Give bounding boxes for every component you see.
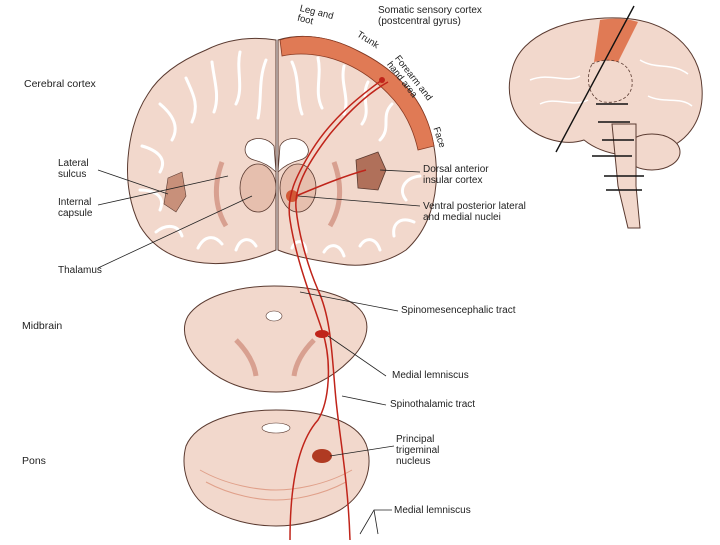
principal-line3: nucleus: [396, 456, 439, 467]
dorsal-insular-line1: Dorsal anterior: [423, 164, 489, 175]
cerebral-aqueduct: [266, 311, 282, 321]
leader-ml2-b: [374, 510, 378, 534]
pons-label: Pons: [22, 456, 46, 467]
somatic-sensory-cortex-label: Somatic sensory cortex (postcentral gyru…: [378, 5, 482, 27]
internal-capsule-label: Internal capsule: [58, 197, 92, 219]
principal-trigeminal-nucleus: [312, 449, 332, 463]
cerebral-cortex-label: Cerebral cortex: [24, 79, 96, 90]
lateral-sulcus-line1: Lateral: [58, 158, 89, 169]
thalamus-label: Thalamus: [58, 265, 102, 276]
midbrain-section: [184, 286, 366, 392]
midbrain-label: Midbrain: [22, 321, 62, 332]
medial-lemniscus-label-2: Medial lemniscus: [394, 505, 471, 516]
vpl-vpm-label: Ventral posterior lateral and medial nuc…: [423, 201, 526, 223]
internal-capsule-line2: capsule: [58, 208, 92, 219]
fourth-ventricle: [262, 423, 290, 433]
internal-capsule-line1: Internal: [58, 197, 92, 208]
midbrain-outline: [184, 286, 366, 392]
leader-spinothalamic: [342, 396, 386, 405]
principal-line1: Principal: [396, 434, 439, 445]
vpl-line1: Ventral posterior lateral: [423, 201, 526, 212]
thalamus-left: [240, 164, 276, 212]
dorsal-insular-label: Dorsal anterior insular cortex: [423, 164, 489, 186]
principal-line2: trigeminal: [396, 445, 439, 456]
ssc-line1: Somatic sensory cortex: [378, 5, 482, 16]
medial-lemniscus-label-1: Medial lemniscus: [392, 370, 469, 381]
cortex-target-dot: [379, 77, 385, 83]
dorsal-insular-line2: insular cortex: [423, 175, 489, 186]
pons-section: [184, 410, 369, 526]
principal-trigeminal-label: Principal trigeminal nucleus: [396, 434, 439, 467]
ssc-line2: (postcentral gyrus): [378, 16, 482, 27]
inset-lateral-brain: [509, 6, 702, 228]
spinomesencephalic-label: Spinomesencephalic tract: [401, 305, 516, 316]
vpl-line2: and medial nuclei: [423, 212, 526, 223]
lateral-sulcus-label: Lateral sulcus: [58, 158, 89, 180]
spinothalamic-label: Spinothalamic tract: [390, 399, 475, 410]
lateral-sulcus-line2: sulcus: [58, 169, 89, 180]
